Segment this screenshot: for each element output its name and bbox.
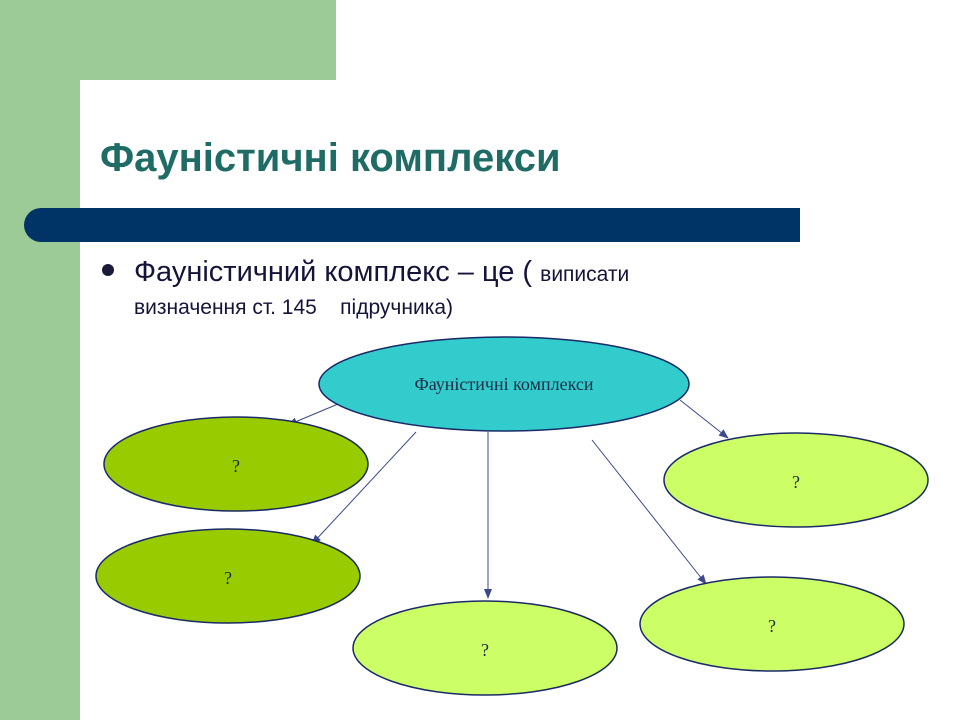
- child-node-5: ?: [663, 432, 929, 528]
- bullet-dot: [102, 264, 114, 276]
- child-node-1: ?: [103, 416, 369, 512]
- arrow-root-to-child-2: [311, 431, 417, 545]
- bullet-main-text: Фауністичний комплекс – це (: [134, 256, 541, 288]
- arrow-root-to-child-5: [679, 399, 729, 439]
- child-node-2: ?: [95, 528, 361, 624]
- bullet-second-line: визначення ст. 145 підручника): [134, 296, 454, 319]
- child-node-1-label: ?: [232, 456, 240, 476]
- child-node-2-shape: [95, 528, 361, 624]
- bullet-small-text: виписати: [540, 263, 630, 286]
- child-node-5-shape: [663, 432, 929, 528]
- title-underline-bar: [24, 208, 800, 242]
- slide-title: Фауністичні комплекси: [100, 136, 561, 180]
- child-node-4-label: ?: [768, 616, 776, 636]
- child-node-4-shape: [639, 576, 905, 672]
- root-node: Фауністичні комплекси: [318, 336, 690, 432]
- child-node-3-label: ?: [481, 640, 489, 660]
- root-node-shape: [318, 336, 690, 432]
- child-node-5-label: ?: [792, 472, 800, 492]
- root-node-label: Фауністичні комплекси: [414, 374, 593, 394]
- child-node-3-shape: [352, 600, 618, 696]
- decorative-rounded-corner: [80, 80, 200, 200]
- decorative-green-band-top: [0, 0, 336, 80]
- decorative-green-band-left: [0, 0, 80, 720]
- child-node-4: ?: [639, 576, 905, 672]
- arrow-root-to-child-4: [591, 439, 707, 585]
- child-node-1-shape: [103, 416, 369, 512]
- child-node-3: ?: [352, 600, 618, 696]
- bullet-text: Фауністичний комплекс – це ( виписати ви…: [134, 254, 814, 321]
- child-node-2-label: ?: [224, 568, 232, 588]
